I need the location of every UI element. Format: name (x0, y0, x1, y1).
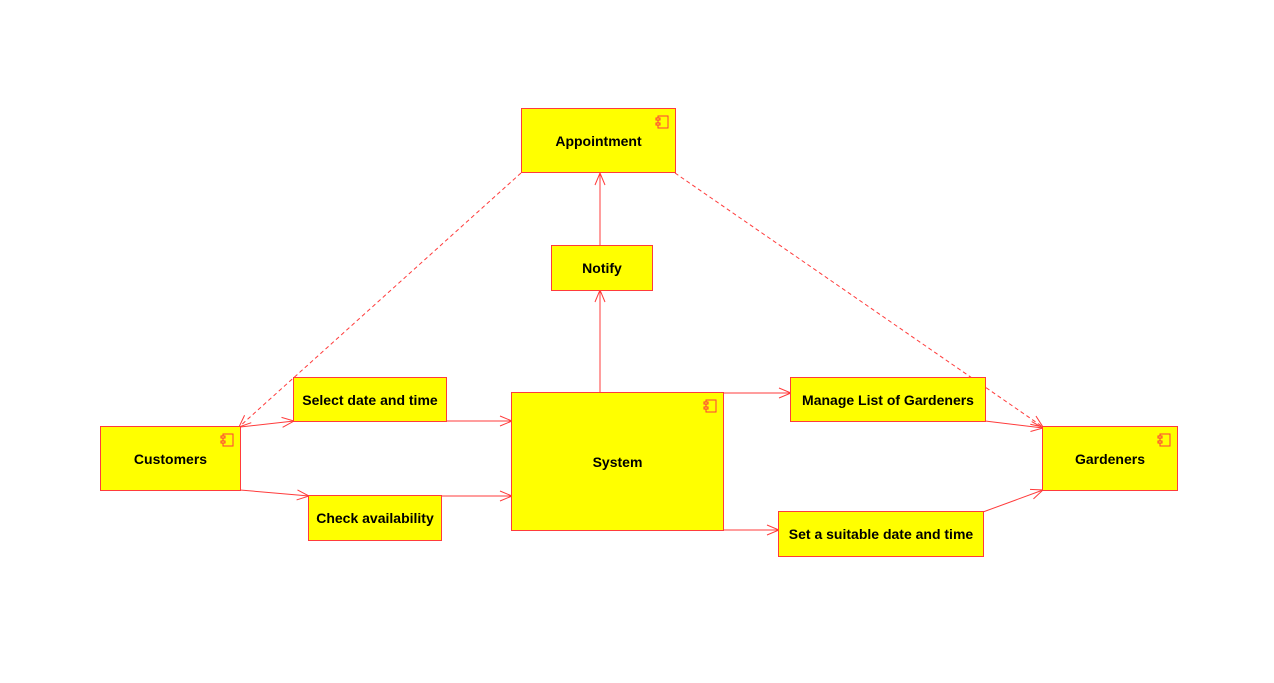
component-icon (655, 115, 669, 129)
set-date-time-label: Set a suitable date and time (788, 526, 974, 542)
customers-label: Customers (133, 450, 208, 467)
component-icon (703, 399, 717, 413)
system-component[interactable]: System (511, 392, 724, 531)
select-date-time-action[interactable]: Select date and time (293, 377, 447, 422)
gardeners-component[interactable]: Gardeners (1042, 426, 1178, 491)
dependency-appointment-customers (239, 172, 522, 427)
appointment-component[interactable]: Appointment (521, 108, 676, 173)
select-date-time-label: Select date and time (302, 391, 438, 408)
manage-list-action[interactable]: Manage List of Gardeners (790, 377, 986, 422)
notify-action[interactable]: Notify (551, 245, 653, 291)
notify-label: Notify (582, 260, 622, 276)
gardeners-label: Gardeners (1074, 450, 1146, 467)
check-availability-label: Check availability (316, 510, 434, 526)
appointment-label: Appointment (555, 132, 642, 149)
component-icon (1157, 433, 1171, 447)
check-availability-action[interactable]: Check availability (308, 495, 442, 541)
connector-setdate-gardeners (982, 490, 1043, 513)
system-label: System (592, 453, 643, 470)
set-date-time-action[interactable]: Set a suitable date and time (778, 511, 984, 557)
connector-customers-check (239, 489, 309, 496)
connector-manage-gardeners (984, 420, 1043, 428)
customers-component[interactable]: Customers (100, 426, 241, 491)
connector-customers-select (239, 421, 294, 427)
component-icon (220, 433, 234, 447)
manage-list-label: Manage List of Gardeners (802, 391, 974, 408)
